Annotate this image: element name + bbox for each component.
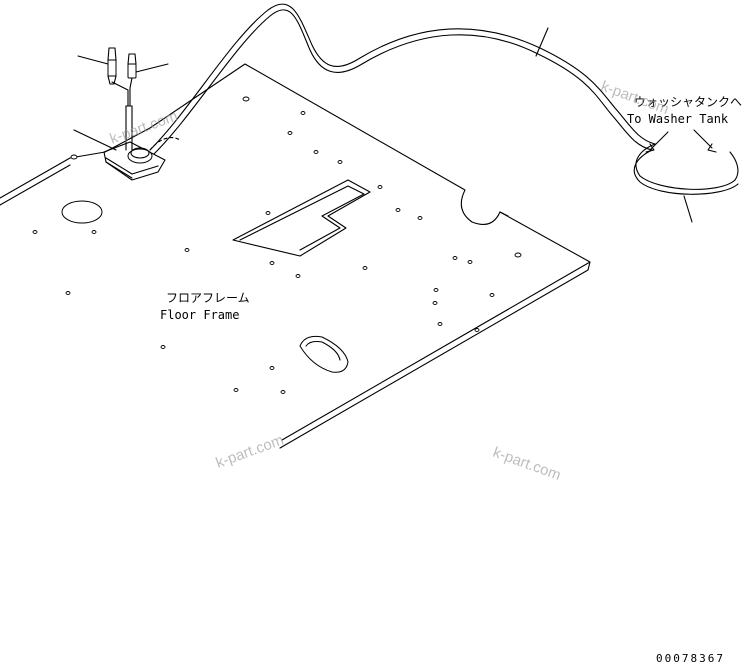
watermark: k-part.com (214, 432, 286, 472)
washer-tank-label-en: To Washer Tank (627, 112, 729, 126)
drawing-code: 00078367 (656, 652, 725, 665)
hole-left (61, 200, 103, 224)
floor-frame-plate (0, 63, 591, 449)
washer-tank-label-jp: ウォッシャタンクへ (634, 95, 742, 109)
small-holes (32, 96, 522, 394)
hole-center (299, 335, 349, 373)
floor-frame-cutout (232, 179, 371, 257)
floor-frame-label-jp: フロアフレーム (166, 291, 250, 305)
watermark: k-part.com (491, 444, 563, 484)
watermark: k-part.com (108, 108, 180, 148)
washer-nozzle-assembly (73, 47, 169, 181)
washer-hose (149, 3, 739, 223)
floor-frame-label-en: Floor Frame (160, 308, 239, 322)
